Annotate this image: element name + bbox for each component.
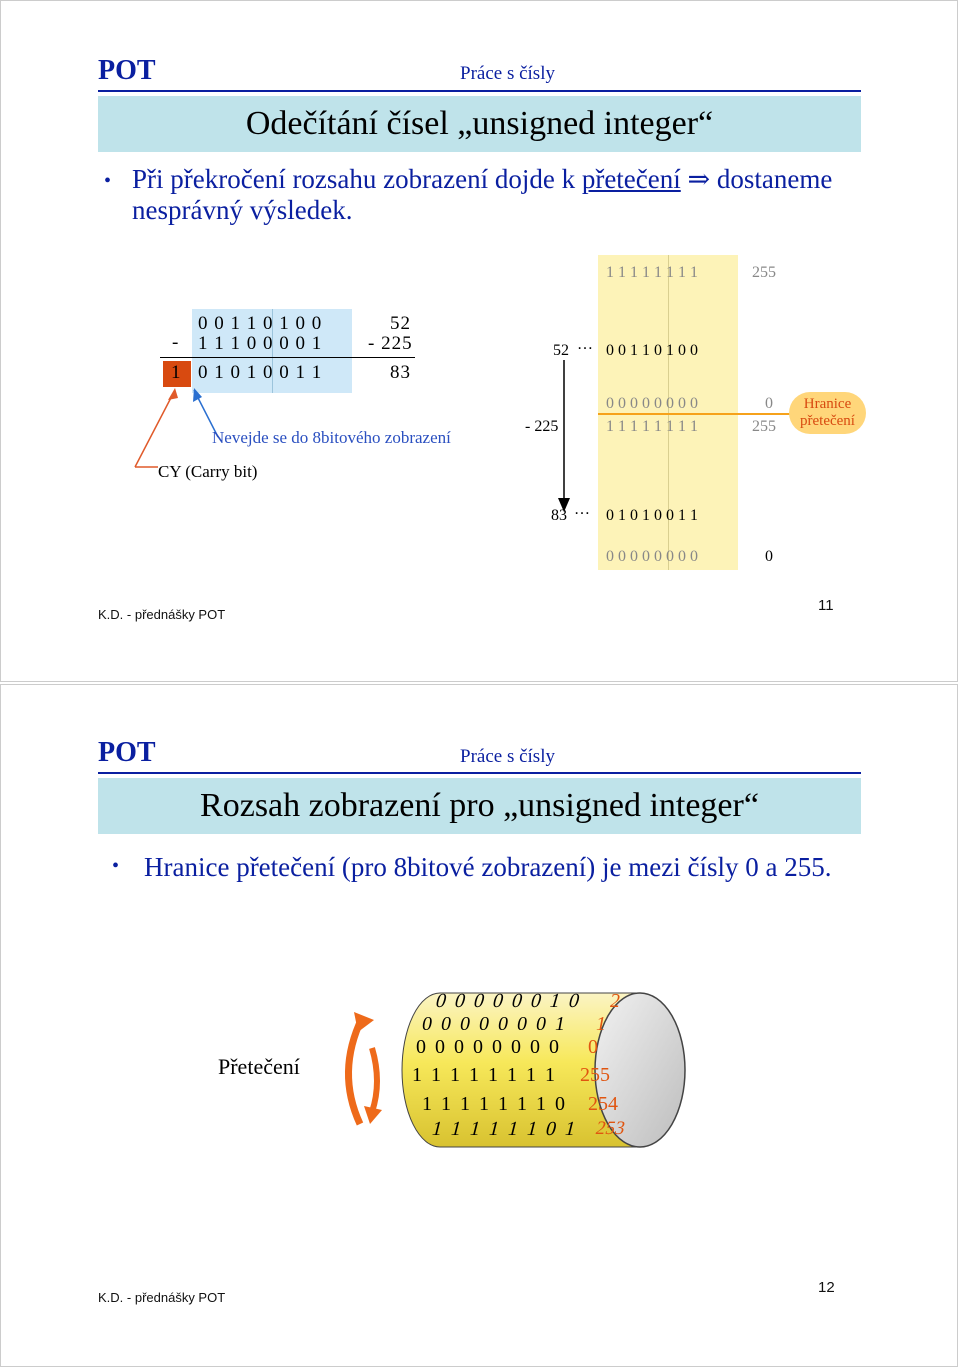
wrap-arrowhead-down [364,1106,382,1124]
carry-box [163,361,191,387]
carry-arrowhead [168,388,178,400]
carry-arrow [134,389,176,468]
drum-row-bits: 1 1 1 1 1 1 1 0 [422,1093,567,1115]
boundary-label-line2: přetečení [800,413,855,429]
drum-graphic [401,992,686,1148]
slide-footer: K.D. - přednášky POT [98,1290,226,1305]
wrap-arrow-left [345,1016,366,1126]
scale-divider [668,255,669,570]
carry-bit: 1 [171,362,182,383]
note-arrowhead [193,388,202,402]
scale-label-minus225: - 225 [525,418,559,435]
slide-title-text: Odečítání čísel „unsigned integer“ [245,105,714,142]
row3-bits: 0 1 0 1 0 0 1 1 [198,362,323,383]
dots-83: … [574,501,590,518]
bullet-part2: dostaneme nesprávný výsledek. [132,164,833,225]
drum-row-dec: 255 [580,1064,610,1086]
header-rule [98,772,861,774]
drum-body [401,992,641,1148]
brand-logo: POT [98,55,156,86]
subject-label: Práce s čísly [460,746,555,767]
overflow-label: Přetečení [218,1054,300,1079]
scale-top-dec: 255 [752,264,776,281]
carry-label: CY (Carry bit) [158,462,258,481]
drum-row-dec: 2 [610,990,620,1012]
scale-bottom-dec: 0 [765,548,773,565]
row2-bits: 1 1 1 0 0 0 0 1 [198,333,323,354]
drum-row-dec: 0 [588,1036,598,1058]
slide-11-frame [0,0,958,682]
brand-logo: POT [98,737,156,768]
row3-dec: 83 [390,362,411,383]
bullet-text: Hranice přetečení (pro 8bitové zobrazení… [144,852,832,882]
overflow-arrows [345,1012,382,1126]
wrap-arrow-right [369,1047,380,1113]
boundary-line [598,413,793,415]
scale-dec-255: 255 [752,418,776,435]
slide-footer: K.D. - přednášky POT [98,607,226,622]
subtract-arrow [558,360,570,512]
drum-row-dec: 253 [593,1118,628,1139]
calc-arrows [134,388,219,468]
drum-row-bits: 1 1 1 1 1 1 1 1 [412,1064,557,1086]
drum-row-bits: 1 1 1 1 1 1 0 1 [429,1118,580,1140]
overflow-note: Nevejde se do 8bitového zobrazení [212,428,451,447]
drum-row-bits: 0 0 0 0 0 0 0 0 [416,1036,561,1058]
dots-52: … [577,336,593,353]
slide-title: Rozsah zobrazení pro „unsigned integer“ [98,778,861,834]
wrap-arrowhead-up [354,1012,374,1032]
drum-row-dec: 254 [588,1093,618,1115]
drum-row-bits: 0 0 0 0 0 0 0 1 [422,1013,567,1035]
scale-bits-zero: 0 0 0 0 0 0 0 0 [606,395,698,412]
bullet-link-overflow[interactable]: přetečení [581,164,681,194]
drum-cap [594,992,686,1148]
row2-dec: - 225 [368,333,413,354]
bullet-text: Při překročení rozsahu zobrazení dojde k… [132,164,852,226]
drum-row-bits: 0 0 0 0 0 0 1 0 [434,990,583,1012]
nibble-divider [272,309,273,393]
scale-bits-52: 0 0 1 1 0 1 0 0 [606,342,698,359]
header-rule [98,90,861,92]
scale-bits-83: 0 1 0 1 0 0 1 1 [606,507,698,524]
scale-top-bits: 1 1 1 1 1 1 1 1 [606,264,698,281]
bullet-part1: Při překročení rozsahu zobrazení dojde k [132,164,582,194]
minus-sign: - [172,332,180,353]
scale-bits-255: 1 1 1 1 1 1 1 1 [606,418,698,435]
boundary-label-line1: Hranice [803,396,852,412]
implies-arrow: ⇒ [687,164,711,194]
scale-dec-zero: 0 [765,395,773,412]
row1-dec: 52 [390,313,411,334]
page-number: 11 [818,597,834,614]
row1-bits: 0 0 1 1 0 1 0 0 [198,313,323,334]
subject-label: Práce s čísly [460,63,555,84]
bullet-dot: • [112,855,120,877]
bullet-dot: • [104,170,112,192]
scale-bottom-bits: 0 0 0 0 0 0 0 0 [606,548,698,565]
boundary-badge: Hranice přetečení [789,392,866,434]
slide-title-text: Rozsah zobrazení pro „unsigned integer“ [200,787,759,824]
drum-row-dec: 1 [596,1013,606,1035]
scale-label-52: 52 [553,342,569,359]
slide-title: Odečítání čísel „unsigned integer“ [98,96,861,152]
page-number: 12 [818,1279,835,1296]
sum-line [160,357,415,358]
scale-label-83: 83 [551,507,567,524]
